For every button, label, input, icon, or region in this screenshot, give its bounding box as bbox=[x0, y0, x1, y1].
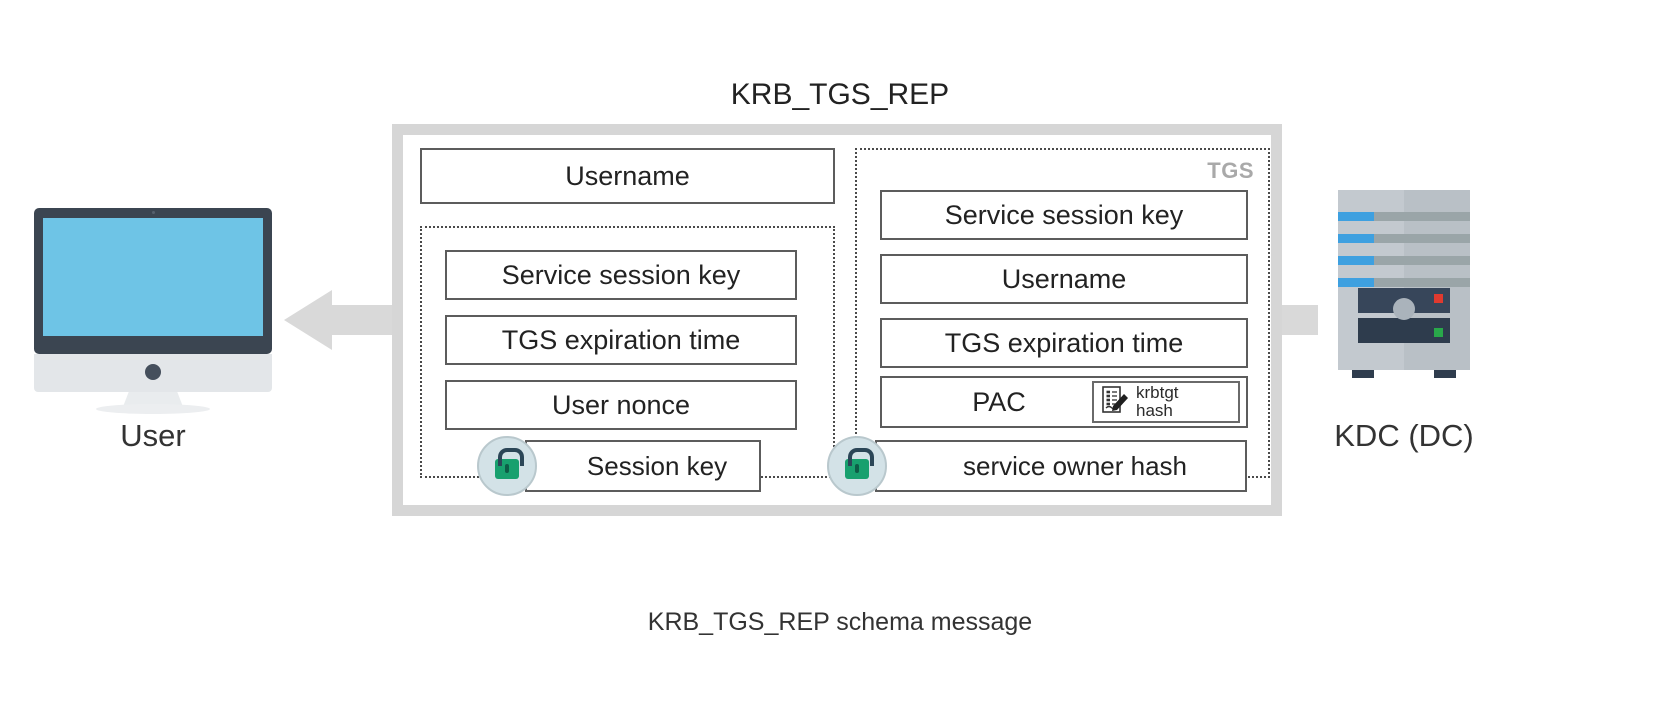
padlock-icon bbox=[477, 436, 537, 496]
monitor-camera-dot bbox=[151, 211, 155, 214]
message-right-column: TGS Service session key Username TGS exp… bbox=[827, 148, 1270, 496]
field-user-nonce: User nonce bbox=[445, 380, 797, 430]
krbtgt-hash-text: krbtgt hash bbox=[1136, 384, 1179, 420]
padlock-shackle bbox=[498, 448, 524, 466]
server-led-green bbox=[1434, 328, 1443, 337]
server-foot-left bbox=[1352, 370, 1374, 378]
message-arrow-head-left bbox=[284, 290, 332, 350]
field-username: Username bbox=[420, 148, 835, 204]
tgs-tag-label: TGS bbox=[1207, 158, 1254, 183]
padlock-shackle bbox=[848, 448, 874, 466]
encryption-key-row-service-owner-hash: service owner hash bbox=[827, 436, 1247, 496]
encrypted-block-user: Service session key TGS expiration time … bbox=[420, 226, 835, 496]
diagram-title: KRB_TGS_REP bbox=[730, 78, 950, 111]
message-left-column: Username Service session key TGS expirat… bbox=[420, 148, 835, 496]
kdc-label: KDC (DC) bbox=[1334, 418, 1474, 453]
tgs-field-tgs-expiration-time: TGS expiration time bbox=[880, 318, 1248, 368]
server-led-red bbox=[1434, 294, 1443, 303]
pac-label: PAC bbox=[972, 386, 1026, 417]
monitor-power-button bbox=[145, 364, 161, 380]
diagram-caption: KRB_TGS_REP schema message bbox=[647, 608, 1033, 636]
padlock-body bbox=[495, 448, 524, 479]
krbtgt-hash-badge: krbtgt hash bbox=[1092, 381, 1240, 423]
field-service-session-key: Service session key bbox=[445, 250, 797, 300]
server-knob bbox=[1393, 298, 1415, 320]
tgs-field-pac: PAC bbox=[880, 376, 1248, 428]
monitor-stand-foot bbox=[96, 404, 210, 414]
monitor-screen bbox=[43, 218, 263, 336]
server-slot-2 bbox=[1338, 234, 1470, 243]
tgs-ticket-block: TGS Service session key Username TGS exp… bbox=[827, 148, 1270, 496]
encryption-key-row-session-key: Session key bbox=[477, 436, 761, 496]
monitor-bezel bbox=[34, 208, 272, 354]
server-slot-1 bbox=[1338, 212, 1470, 221]
kdc-server-icon bbox=[1338, 190, 1470, 378]
krbtgt-hash-line1: krbtgt bbox=[1136, 383, 1179, 402]
tgs-field-username: Username bbox=[880, 254, 1248, 304]
user-label: User bbox=[120, 418, 186, 453]
encryption-key-label-service-owner-hash: service owner hash bbox=[875, 440, 1247, 492]
padlock-keyhole bbox=[855, 464, 859, 473]
padlock-icon bbox=[827, 436, 887, 496]
user-monitor-icon bbox=[34, 208, 272, 414]
padlock-keyhole bbox=[505, 464, 509, 473]
tgs-field-service-session-key: Service session key bbox=[880, 190, 1248, 240]
encryption-key-label-session-key: Session key bbox=[525, 440, 761, 492]
server-slot-3 bbox=[1338, 256, 1470, 265]
padlock-body bbox=[845, 448, 874, 479]
krbtgt-hash-line2: hash bbox=[1136, 401, 1173, 420]
server-slot-4 bbox=[1338, 278, 1470, 287]
field-tgs-expiration-time: TGS expiration time bbox=[445, 315, 797, 365]
server-foot-right bbox=[1434, 370, 1456, 378]
signed-document-icon bbox=[1100, 385, 1130, 420]
